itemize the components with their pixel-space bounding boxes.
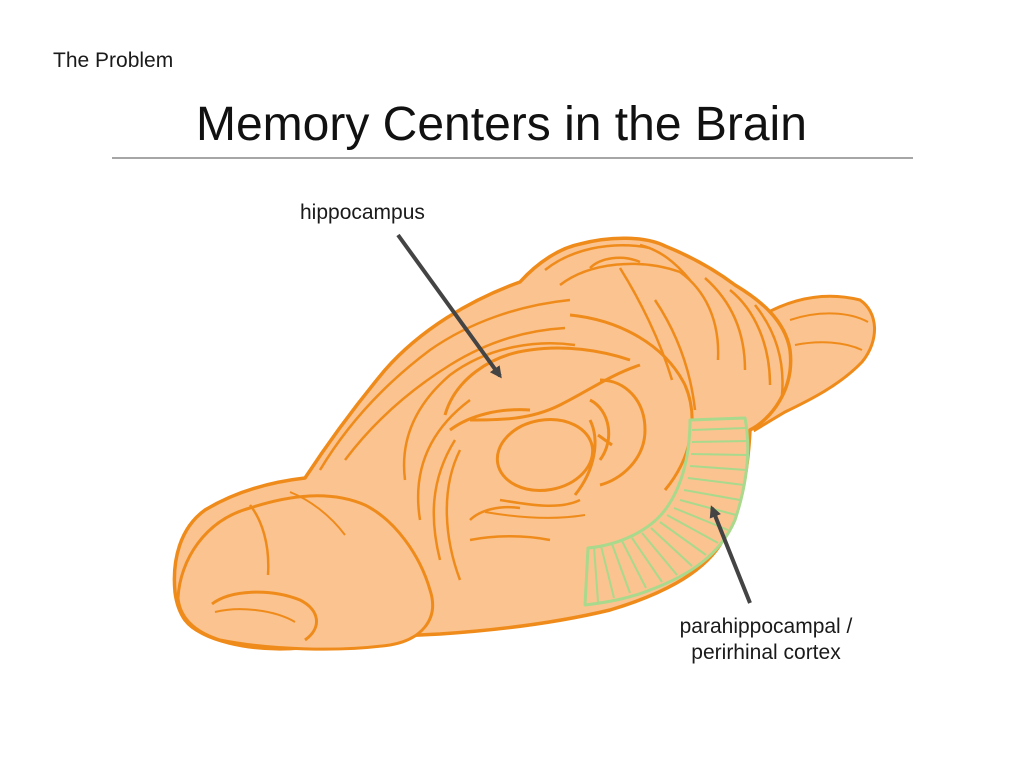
frontal-lobe-shape [176, 494, 435, 651]
section-label: The Problem [53, 49, 174, 72]
parahippocampal-label-line2: perirhinal cortex [691, 641, 841, 664]
inner-oval [495, 418, 595, 492]
parahippocampal-label-line1: parahippocampal / [679, 615, 853, 638]
parahippocampal-label: parahippocampal / perirhinal cortex [640, 614, 892, 666]
page-title: Memory Centers in the Brain [196, 98, 807, 151]
hippocampus-label: hippocampus [300, 201, 425, 224]
title-divider [112, 157, 913, 159]
hippocampus-arrow [396, 233, 502, 379]
parahippocampal-region [583, 416, 750, 607]
cortex-arrow [709, 505, 752, 604]
cortex-contours [318, 298, 576, 581]
hippocampus-structure [443, 313, 694, 491]
cerebellum-folds [544, 243, 784, 411]
